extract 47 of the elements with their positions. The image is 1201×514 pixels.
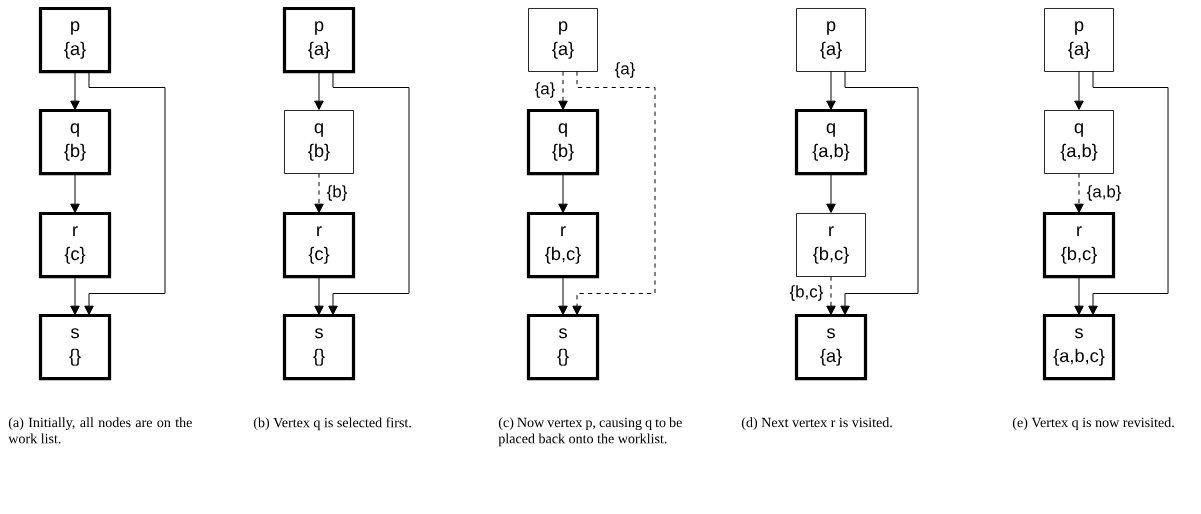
edge-label: {a,b} (1085, 183, 1123, 203)
arrow (314, 71, 324, 110)
arrow (328, 71, 410, 315)
vertex-box: p {a} (528, 8, 598, 72)
vertex-box: q {b} (526, 108, 600, 176)
arrow (558, 276, 568, 315)
arrow (1074, 173, 1084, 213)
vertex-box: p {a} (38, 6, 112, 74)
vertex-box: q {b} (284, 110, 354, 174)
arrow (70, 173, 80, 213)
arrow (826, 276, 836, 315)
vertex-box: s {a,b,c} (1042, 313, 1116, 381)
edge-label: {b} (325, 183, 349, 203)
arrow (826, 71, 836, 110)
vertex-box: q {a,b} (794, 108, 868, 176)
arrow (70, 71, 80, 110)
caption: (e) Vertex q is now revisited. (1012, 417, 1174, 431)
vertex-box: r {b,c} (526, 211, 600, 279)
arrow (314, 173, 324, 213)
caption: (d) Next vertex r is visited. (741, 417, 892, 431)
vertex-box: r {b,c} (1042, 211, 1116, 279)
edge-label: {a} (613, 60, 637, 80)
arrow (840, 71, 919, 315)
arrow (70, 276, 80, 315)
vertex-box: r {c} (282, 211, 356, 279)
arrow (558, 71, 568, 110)
arrow (84, 71, 166, 315)
vertex-box: q {a,b} (1044, 110, 1114, 174)
edge-label: {a} (533, 80, 557, 100)
vertex-box: p {a} (1044, 8, 1114, 72)
vertex-box: s {} (526, 313, 600, 381)
vertex-box: p {a} (796, 8, 866, 72)
arrow (1074, 71, 1084, 110)
arrow (826, 173, 836, 213)
arrow (1088, 71, 1169, 315)
vertex-box: r {c} (38, 211, 112, 279)
arrow (314, 276, 324, 315)
arrow (1074, 276, 1084, 315)
arrow (558, 173, 568, 213)
vertex-box: s {a} (794, 313, 868, 381)
vertex-box: s {} (282, 313, 356, 381)
vertex-box: r {b,c} (796, 213, 866, 277)
vertex-box: q {b} (38, 108, 112, 176)
edge-label: {b,c} (788, 283, 825, 303)
vertex-box: s {} (38, 313, 112, 381)
vertex-box: p {a} (282, 6, 356, 74)
arrow (572, 71, 656, 315)
